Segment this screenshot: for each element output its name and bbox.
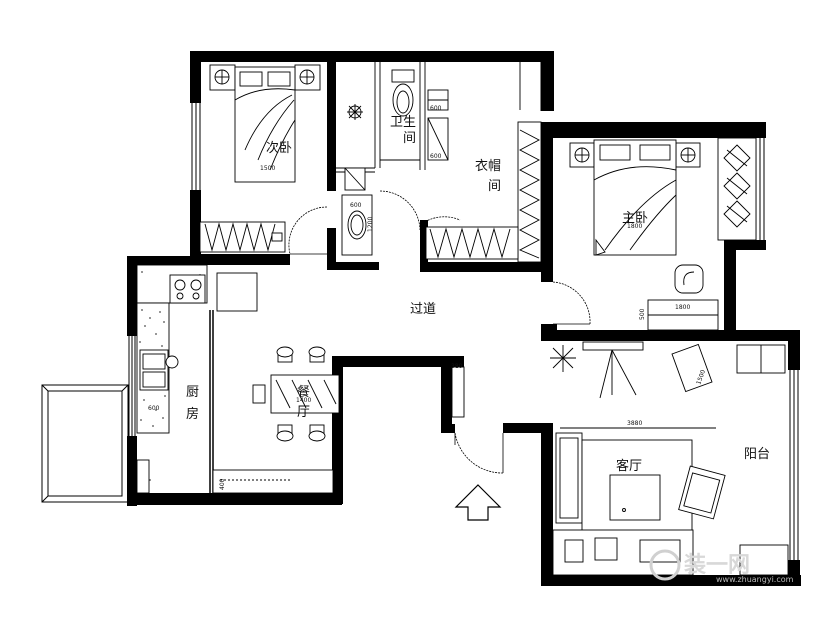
dim-cabinet-500: 500 — [639, 308, 646, 320]
entry-arrow — [454, 484, 502, 521]
doors — [288, 190, 591, 474]
dim-counter-400: 400 — [219, 478, 226, 490]
dim-tv-cabinet: 1800 — [675, 304, 690, 311]
label-dining-a: 餐 — [297, 384, 310, 400]
bathroom-fixtures — [336, 62, 449, 256]
dim-dining-table: 1400 — [296, 397, 311, 404]
dimension-labels: 1500 600 600 1200 600 1800 500 1800 600 … — [148, 105, 707, 490]
master-bedroom-furniture — [569, 137, 757, 331]
label-closet-a: 衣帽 — [475, 158, 501, 174]
label-hallway: 过道 — [410, 302, 436, 317]
kitchen-furniture — [136, 264, 258, 494]
label-living-room: 客厅 — [616, 458, 642, 474]
watermark: 装一网 www.zhuangyi.com — [649, 549, 794, 584]
label-kitchen-b: 房 — [186, 406, 199, 422]
dim-kitchen-counter: 600 — [148, 405, 160, 412]
watermark-logo-icon — [649, 549, 681, 581]
walls — [127, 51, 801, 586]
label-bathroom-b: 间 — [403, 131, 416, 146]
dim-cabinet-600: 600 — [350, 202, 362, 209]
dim-bed-master: 1800 — [627, 223, 642, 230]
room-labels: 次卧 卫生 间 衣帽 间 主卧 过道 厨 房 餐 厅 客厅 阳台 — [186, 115, 770, 474]
dim-fridge: 380 — [451, 363, 463, 370]
dim-living-width: 3880 — [627, 420, 642, 427]
label-closet-b: 间 — [488, 179, 501, 194]
watermark-brand: 装一网 — [684, 553, 750, 578]
label-master-bedroom: 主卧 — [622, 211, 648, 226]
dim-bed-secondary: 1500 — [260, 165, 275, 172]
watermark-url: www.zhuangyi.com — [716, 575, 794, 584]
dining-furniture — [212, 346, 465, 494]
closet-furniture — [425, 62, 542, 263]
label-secondary-bedroom: 次卧 — [266, 140, 292, 156]
dim-bath-cabinet: 600 — [430, 153, 442, 160]
label-bathroom-a: 卫生 — [390, 115, 416, 130]
dim-closet-depth: 600 — [430, 105, 442, 112]
kitchen-balcony — [41, 384, 129, 503]
dim-sink-vanity: 1200 — [367, 217, 374, 232]
label-dining-b: 厅 — [297, 405, 310, 420]
dim-sofa: 1500 — [695, 369, 707, 386]
secondary-bedroom-furniture — [199, 64, 321, 253]
label-balcony: 阳台 — [744, 447, 770, 462]
label-kitchen-a: 厨 — [186, 385, 199, 400]
